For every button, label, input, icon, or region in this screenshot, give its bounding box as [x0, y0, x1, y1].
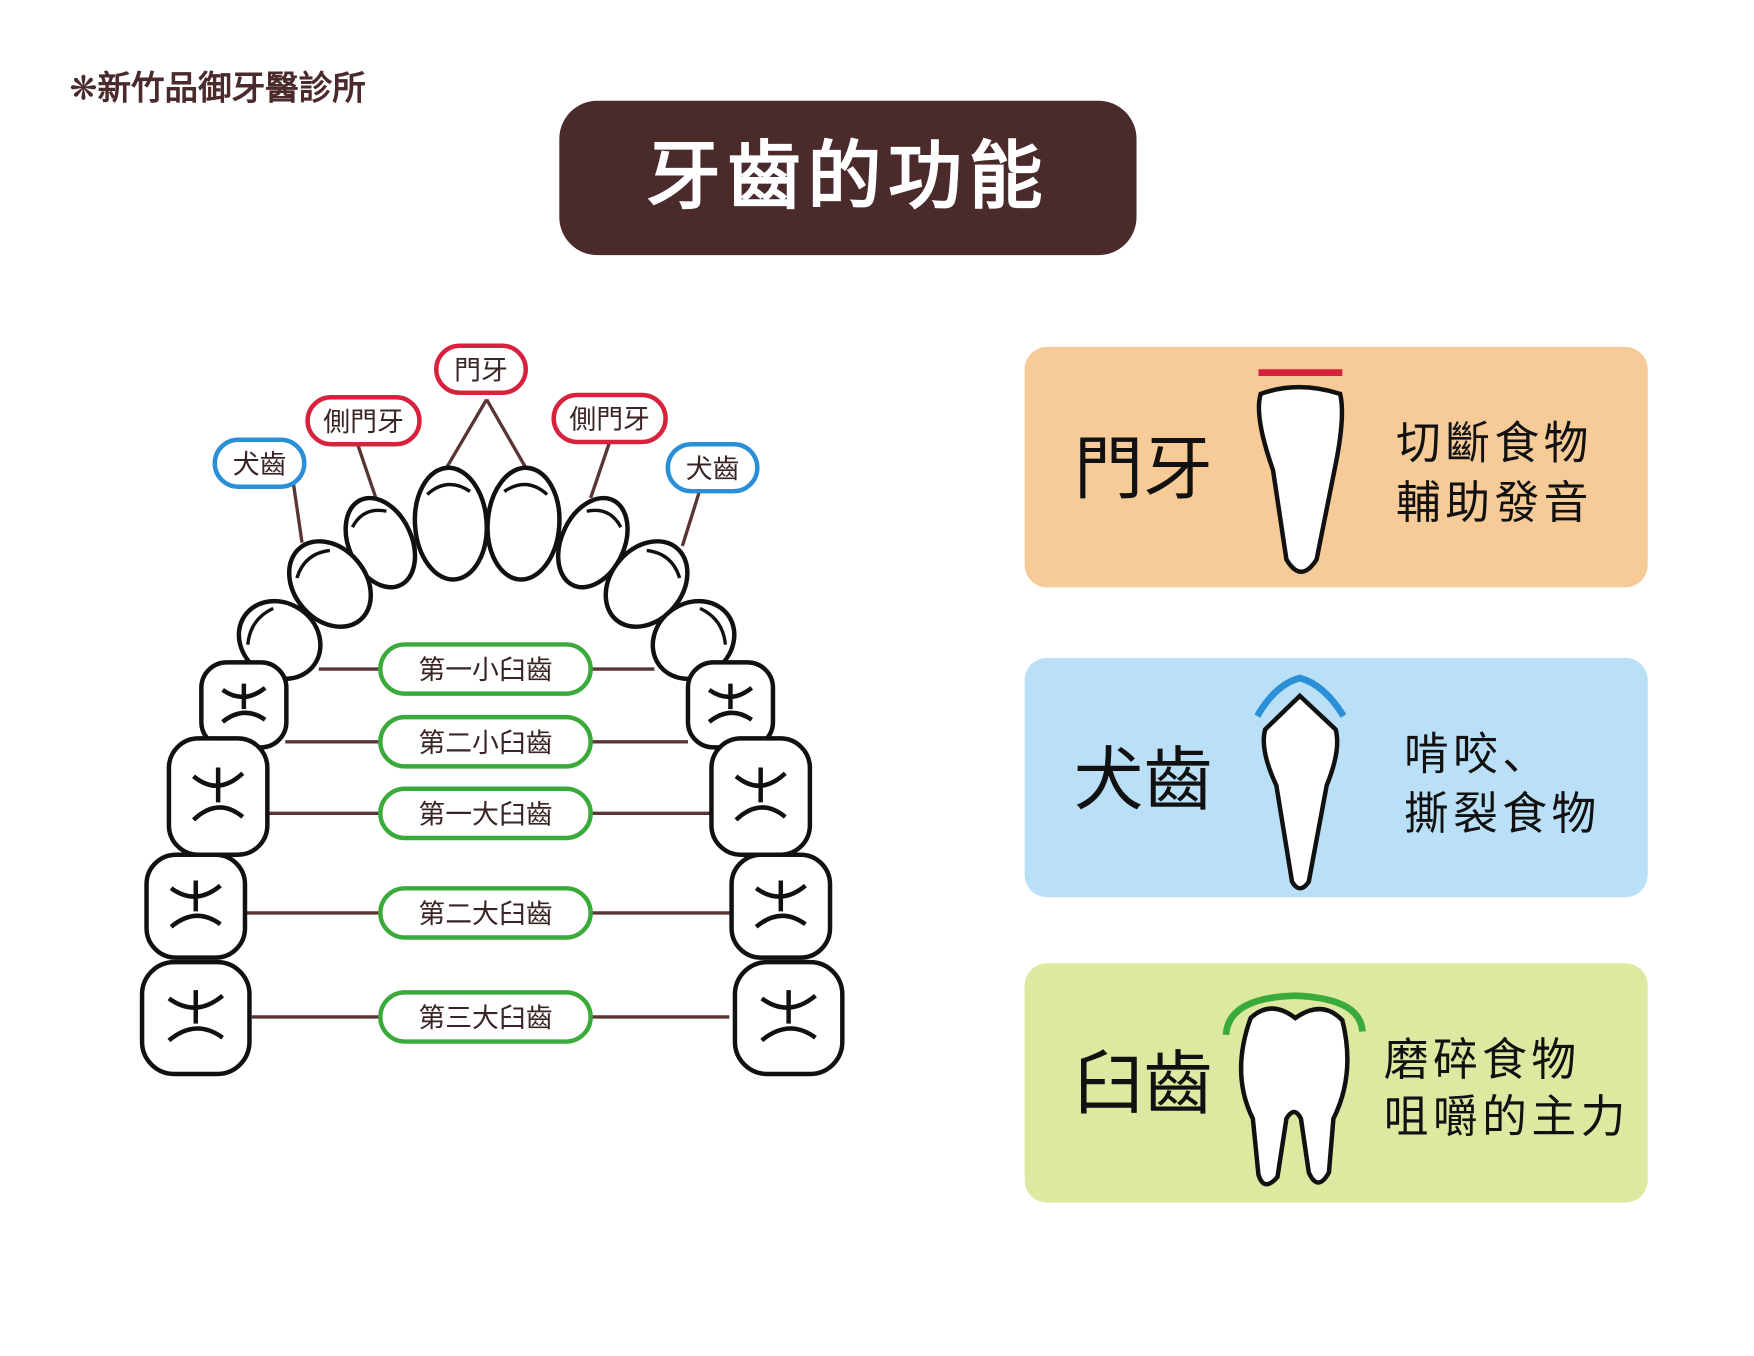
label-molar: 第一大臼齒: [378, 786, 593, 841]
card-desc-line: 咀嚼的主力: [1384, 1090, 1630, 1143]
label-canine-left: 犬齒: [212, 437, 307, 489]
tooth: [485, 465, 562, 582]
card-desc-line: 啃咬、: [1404, 728, 1552, 781]
label-lateral-incisor-right: 側門牙: [551, 392, 668, 445]
card-desc-line: 輔助發音: [1396, 476, 1593, 529]
card-title: 臼齒: [1074, 1045, 1213, 1125]
label-pill: [665, 441, 760, 494]
molar-icon: [1238, 1006, 1350, 1187]
leader-line: [291, 480, 304, 543]
tooth: [166, 736, 270, 857]
canine-tip-mark: [1254, 674, 1347, 718]
card-desc-line: 撕裂食物: [1404, 787, 1601, 840]
label-pill: [434, 343, 528, 395]
label-text: 第二小臼齒: [418, 728, 552, 759]
tooth: [729, 852, 833, 960]
tooth: [685, 660, 776, 750]
tooth: [732, 959, 845, 1077]
leader-line: [485, 398, 528, 469]
card-canine: 犬齒 啃咬、 撕裂食物: [1024, 657, 1648, 898]
label-molar: 第一小臼齒: [378, 642, 593, 696]
leader-line: [356, 444, 379, 502]
label-pill: [378, 886, 593, 940]
label-pill: [378, 642, 593, 696]
label-pill: [305, 394, 422, 447]
label-molar: 第二大臼齒: [378, 886, 593, 940]
leader-line: [680, 491, 701, 547]
card-molar: 臼齒 磨碎食物 咀嚼的主力: [1024, 963, 1648, 1203]
label-text: 側門牙: [323, 407, 403, 438]
label-text: 門牙: [454, 355, 508, 386]
tooth: [412, 465, 489, 582]
tooth: [709, 736, 813, 857]
card-incisor: 門牙 切斷食物 輔助發音: [1024, 346, 1648, 588]
tooth: [139, 959, 252, 1077]
label-pill: [378, 990, 593, 1044]
molar-crown-mark: [1222, 992, 1366, 1036]
card-title: 犬齒: [1074, 740, 1213, 820]
card-title: 門牙: [1074, 429, 1213, 509]
leader-line: [589, 441, 612, 499]
incisor-icon: [1256, 384, 1345, 574]
card-bg: [1024, 657, 1648, 898]
label-molar: 第三大臼齒: [378, 990, 593, 1044]
label-pill: [551, 392, 668, 445]
clinic-name: ❋新竹品御牙醫診所: [69, 69, 365, 108]
tooth: [144, 852, 248, 960]
card-desc-line: 磨碎食物: [1384, 1033, 1581, 1086]
canine-icon: [1261, 692, 1340, 891]
label-lateral-incisor-left: 側門牙: [305, 394, 422, 447]
title-banner: 牙齒的功能: [559, 100, 1137, 256]
label-molar: 第二小臼齒: [378, 714, 593, 769]
label-text: 第三大臼齒: [418, 1003, 552, 1034]
title-bg: [559, 100, 1137, 256]
label-text: 犬齒: [686, 454, 740, 485]
label-central-incisor: 門牙: [434, 343, 528, 395]
tooth: [199, 660, 289, 750]
card-desc-line: 切斷食物: [1396, 417, 1593, 470]
label-text: 犬齒: [233, 449, 287, 480]
leader-line: [443, 398, 489, 471]
label-text: 第一大臼齒: [418, 799, 552, 830]
label-text: 第一小臼齒: [418, 655, 552, 686]
label-pill: [378, 714, 593, 769]
label-canine-right: 犬齒: [665, 441, 760, 494]
label-text: 第二大臼齒: [418, 899, 552, 930]
label-pill: [378, 786, 593, 841]
tooth: [286, 539, 374, 629]
label-pill: [212, 437, 307, 489]
label-text: 側門牙: [569, 405, 649, 436]
page-title: 牙齒的功能: [647, 133, 1050, 219]
